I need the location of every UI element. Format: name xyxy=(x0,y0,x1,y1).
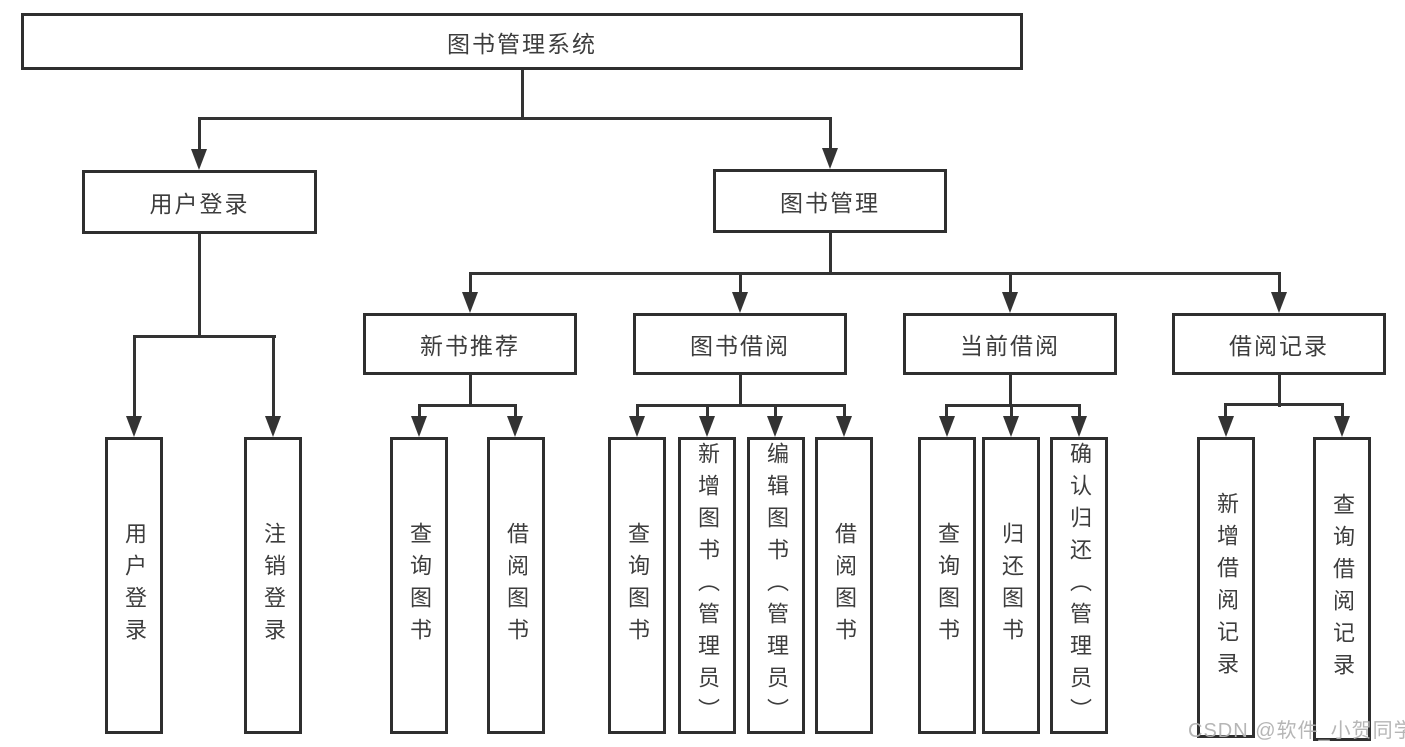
node-user-login: 用户登录 xyxy=(82,170,317,234)
leaf-add-borrow-record: 新增借阅记录 xyxy=(1197,437,1255,738)
arrow-down-icon xyxy=(1002,292,1018,313)
arrow-down-icon xyxy=(507,416,523,437)
arrow-down-icon xyxy=(265,416,281,437)
connector-line xyxy=(197,117,832,120)
leaf-confirm-return-admin-label: 确认归还（管理员） xyxy=(1067,441,1092,730)
arrow-down-icon xyxy=(126,416,142,437)
connector-line xyxy=(842,404,846,417)
arrow-down-icon xyxy=(767,416,783,437)
connector-line xyxy=(468,272,472,293)
arrow-down-icon xyxy=(1003,416,1019,437)
connector-line xyxy=(417,404,517,407)
arrow-down-icon xyxy=(836,416,852,437)
connector-line xyxy=(828,117,832,150)
leaf-user-login: 用户登录 xyxy=(105,437,163,734)
node-book-borrow: 图书借阅 xyxy=(633,313,847,375)
connector-line xyxy=(468,374,472,407)
connector-line xyxy=(271,335,275,417)
leaf-logout-label: 注销登录 xyxy=(261,521,286,650)
arrow-down-icon xyxy=(822,148,838,169)
connector-line xyxy=(1009,404,1013,417)
csdn-watermark: CSDN @软件_小贺同学 xyxy=(1188,720,1405,742)
leaf-edit-book-admin: 编辑图书（管理员） xyxy=(747,437,805,734)
connector-line xyxy=(520,70,524,117)
arrow-down-icon xyxy=(1071,416,1087,437)
arrow-down-icon xyxy=(1218,416,1234,437)
node-new-book-recommend-label: 新书推荐 xyxy=(420,333,520,359)
connector-line xyxy=(1277,374,1281,407)
node-library-system-label: 图书管理系统 xyxy=(447,30,597,57)
arrow-down-icon xyxy=(411,416,427,437)
connector-line xyxy=(513,404,517,417)
leaf-borrow-book-recommend: 借阅图书 xyxy=(487,437,545,734)
node-book-management-label: 图书管理 xyxy=(780,190,880,216)
leaf-query-borrow-record-label: 查询借阅记录 xyxy=(1330,493,1355,685)
node-user-login-label: 用户登录 xyxy=(149,191,250,217)
connector-line xyxy=(1277,272,1281,293)
connector-line xyxy=(132,335,276,338)
arrow-down-icon xyxy=(1271,292,1287,313)
leaf-query-book-borrow-label: 查询图书 xyxy=(625,521,650,650)
leaf-add-borrow-record-label: 新增借阅记录 xyxy=(1214,491,1239,684)
connector-line xyxy=(1077,404,1081,417)
leaf-add-book-admin-label: 新增图书（管理员） xyxy=(695,441,720,730)
connector-line xyxy=(1224,403,1227,417)
connector-line xyxy=(1224,403,1344,406)
arrow-down-icon xyxy=(732,292,748,313)
leaf-borrow-book: 借阅图书 xyxy=(815,437,873,734)
connector-line xyxy=(468,272,1281,275)
connector-line xyxy=(1008,272,1012,293)
connector-line xyxy=(417,404,421,417)
connector-line xyxy=(945,404,948,417)
leaf-query-book-recommend: 查询图书 xyxy=(390,437,448,734)
node-current-borrow: 当前借阅 xyxy=(903,313,1117,375)
connector-line xyxy=(773,404,777,417)
leaf-logout: 注销登录 xyxy=(244,437,302,734)
connector-line xyxy=(197,234,201,338)
connector-line xyxy=(738,374,742,407)
arrow-down-icon xyxy=(1334,416,1350,437)
node-library-system: 图书管理系统 xyxy=(21,13,1023,70)
node-book-management: 图书管理 xyxy=(713,169,947,233)
arrow-down-icon xyxy=(699,416,715,437)
node-book-borrow-label: 图书借阅 xyxy=(690,333,790,359)
leaf-edit-book-admin-label: 编辑图书（管理员） xyxy=(764,441,789,730)
node-new-book-recommend: 新书推荐 xyxy=(363,313,577,375)
leaf-borrow-book-recommend-label: 借阅图书 xyxy=(504,521,529,650)
node-borrow-records: 借阅记录 xyxy=(1172,313,1386,375)
connector-line xyxy=(132,335,136,417)
leaf-confirm-return-admin: 确认归还（管理员） xyxy=(1050,437,1108,734)
leaf-return-book-label: 归还图书 xyxy=(999,521,1024,650)
connector-line xyxy=(197,117,201,150)
leaf-add-book-admin: 新增图书（管理员） xyxy=(678,437,736,734)
leaf-query-borrow-record: 查询借阅记录 xyxy=(1313,437,1371,741)
node-borrow-records-label: 借阅记录 xyxy=(1229,333,1329,359)
arrow-down-icon xyxy=(939,416,955,437)
leaf-return-book: 归还图书 xyxy=(982,437,1040,734)
leaf-query-book-current-label: 查询图书 xyxy=(935,521,960,650)
leaf-borrow-book-label: 借阅图书 xyxy=(832,521,857,650)
connector-line xyxy=(635,404,846,407)
connector-line xyxy=(1340,403,1344,417)
connector-line xyxy=(1008,374,1012,407)
arrow-down-icon xyxy=(629,416,645,437)
arrow-down-icon xyxy=(462,292,478,313)
leaf-user-login-label: 用户登录 xyxy=(122,521,147,650)
connector-line xyxy=(738,272,742,293)
leaf-query-book-current: 查询图书 xyxy=(918,437,976,734)
leaf-query-book-borrow: 查询图书 xyxy=(608,437,666,734)
arrow-down-icon xyxy=(191,149,207,170)
leaf-query-book-recommend-label: 查询图书 xyxy=(407,521,432,650)
connector-line xyxy=(828,232,832,275)
connector-line xyxy=(635,404,639,417)
connector-line xyxy=(945,404,1081,407)
node-current-borrow-label: 当前借阅 xyxy=(960,333,1060,359)
connector-line xyxy=(705,404,709,417)
